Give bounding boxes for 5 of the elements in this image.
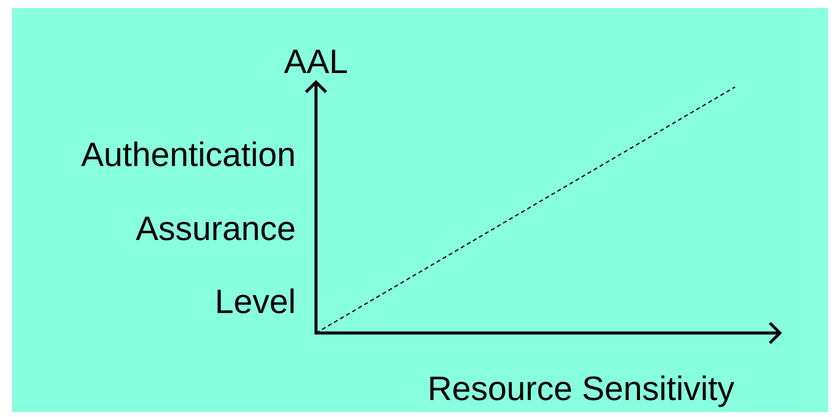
axis-label: AAL <box>284 50 347 73</box>
axis-label: Resource Sensitivity <box>430 375 734 408</box>
axis-label: Authentication <box>81 141 294 166</box>
axis-label: Assurance <box>136 216 294 240</box>
axis-label: Level <box>218 288 294 314</box>
